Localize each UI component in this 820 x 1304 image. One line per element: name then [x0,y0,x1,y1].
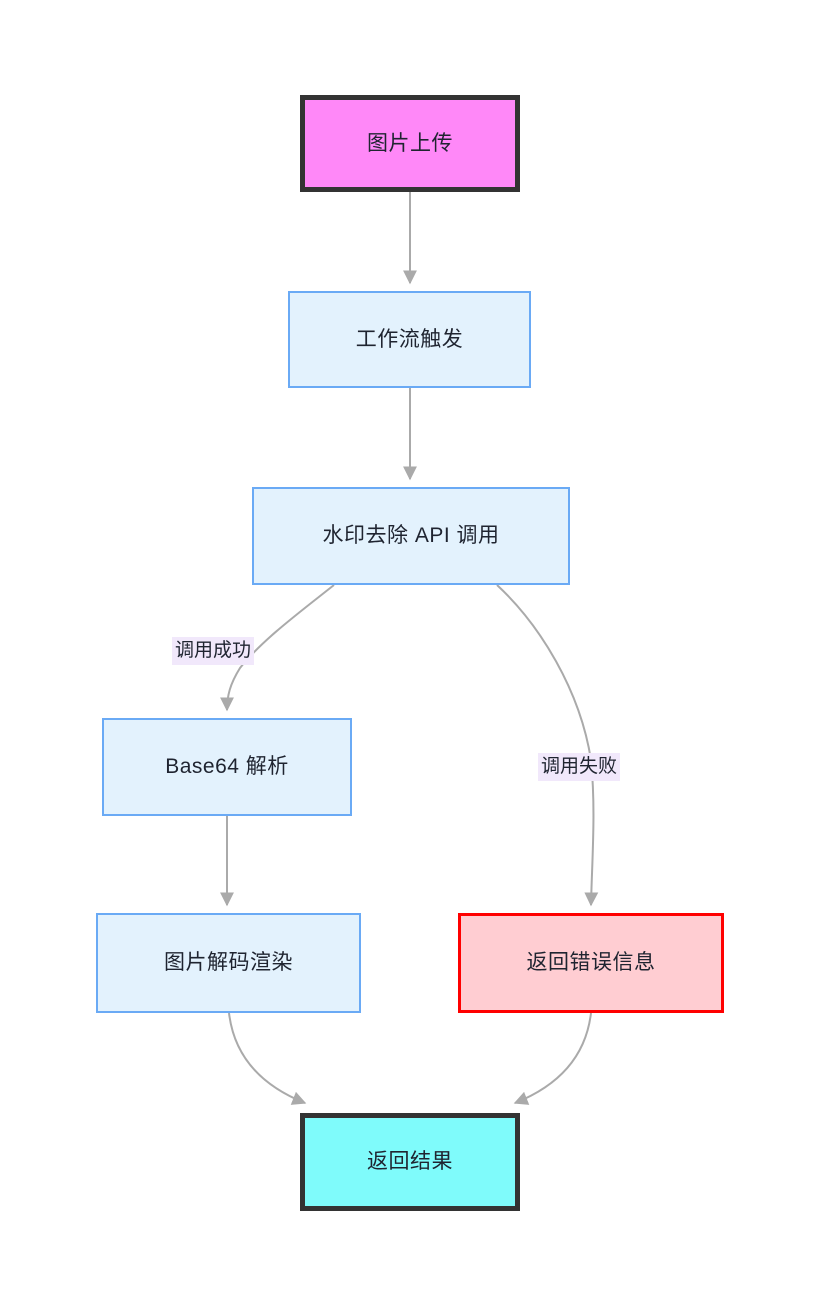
node-return-error-message[interactable]: 返回错误信息 [458,913,724,1013]
node-label: 返回结果 [367,1150,453,1174]
edge-error-to-result [513,1012,592,1105]
node-label: 水印去除 API 调用 [322,524,500,548]
node-return-result[interactable]: 返回结果 [300,1113,520,1211]
node-label: 图片解码渲染 [164,951,293,975]
node-label: 返回错误信息 [526,951,656,975]
node-image-decode-render[interactable]: 图片解码渲染 [96,913,361,1013]
edge-api-to-error [496,584,599,907]
node-image-upload[interactable]: 图片上传 [300,95,520,192]
node-base64-decode[interactable]: Base64 解析 [102,718,352,816]
edge-label-call-success: 调用成功 [172,637,255,665]
node-label: 图片上传 [367,131,453,155]
edge-label-call-failure: 调用失败 [538,753,621,781]
node-label: Base64 解析 [165,755,289,779]
node-label: 工作流触发 [355,327,464,351]
node-watermark-removal-api-call[interactable]: 水印去除 API 调用 [252,487,570,585]
edge-render-to-result [228,1012,307,1105]
node-workflow-trigger[interactable]: 工作流触发 [288,291,531,388]
